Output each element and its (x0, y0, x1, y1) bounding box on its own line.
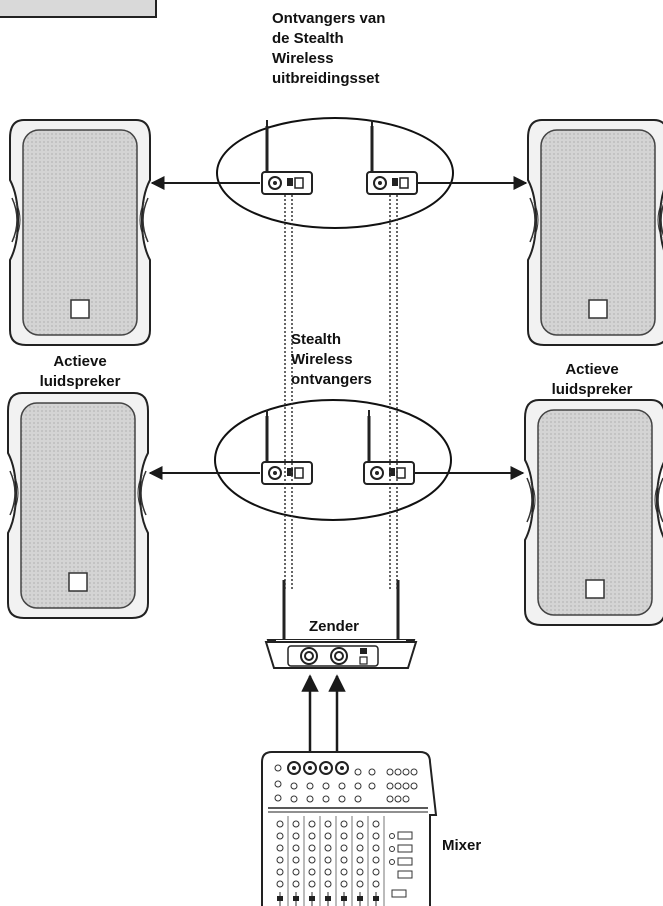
speaker-left-label: Actieve luidspreker (12, 352, 148, 392)
speaker-bottom-left-icon (7, 392, 149, 619)
transmitter-icon (264, 580, 418, 669)
stealth-receivers-group (214, 399, 452, 521)
receiver-bottom-right-icon (362, 408, 416, 486)
expansion-receivers-group (216, 117, 454, 229)
corner-box (0, 0, 157, 18)
wireless-links (284, 195, 398, 590)
speaker-bottom-right-icon (524, 399, 663, 626)
speaker-right-line-1: Actieve (565, 361, 619, 378)
stealth-receivers-line-1: Stealth (291, 331, 342, 348)
receiver-top-left-icon (260, 118, 314, 196)
transmitter-label-text: Zender (309, 618, 360, 635)
expansion-receivers-label: Ontvangers van de Stealth Wireless uitbr… (272, 9, 385, 89)
speaker-right-label: Actieve luidspreker (524, 360, 660, 400)
mixer-label: Mixer (442, 836, 481, 856)
expansion-receivers-line-1: Ontvangers van (272, 10, 386, 27)
mixer-icon (261, 751, 438, 906)
speaker-top-right-icon (527, 119, 663, 346)
speaker-top-left-icon (9, 119, 151, 346)
speaker-left-line-1: Actieve (53, 353, 107, 370)
stealth-receivers-label: Stealth Wireless ontvangers (291, 330, 372, 390)
mixer-label-text: Mixer (442, 837, 482, 854)
speaker-right-line-2: luidspreker (551, 381, 633, 398)
receiver-bottom-left-icon (260, 408, 314, 486)
stealth-receivers-line-3: ontvangers (291, 371, 372, 388)
stealth-receivers-line-2: Wireless (291, 351, 353, 368)
expansion-receivers-line-2: de Stealth (272, 30, 344, 47)
expansion-receivers-line-3: Wireless (272, 50, 334, 67)
expansion-receivers-line-4: uitbreidingsset (272, 70, 380, 87)
speaker-left-line-2: luidspreker (39, 373, 121, 390)
transmitter-label: Zender (309, 617, 359, 637)
